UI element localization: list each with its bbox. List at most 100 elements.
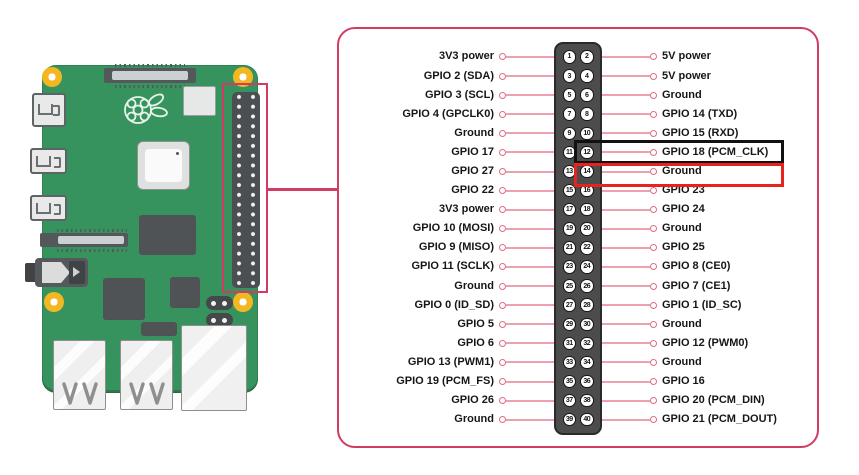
pin-number-even: 8 [580, 107, 594, 121]
wire-left [506, 189, 554, 192]
wire-left [506, 170, 554, 173]
wire-endpoint-dot [499, 91, 506, 99]
wire-right [602, 170, 650, 173]
pin-number-odd: 7 [562, 107, 576, 121]
pin-pair: 37 38 [554, 393, 602, 408]
mounting-hole [42, 67, 62, 87]
wire-right [602, 304, 650, 307]
wire-right [602, 418, 650, 421]
wire-right [602, 399, 650, 402]
pin-row: 3V3 power 17 18 GPIO 24 [349, 200, 807, 219]
wire-right [602, 75, 650, 78]
pin-label-left: Ground [454, 413, 494, 426]
wifi-chip [103, 278, 145, 320]
pin-pair: 11 12 [554, 145, 602, 160]
pin-pair: 33 34 [554, 355, 602, 370]
wire-right [602, 380, 650, 383]
pin-number-odd: 25 [562, 279, 576, 293]
wire-endpoint-dot [650, 244, 657, 252]
wire-right [602, 342, 650, 345]
pin-label-right: GPIO 16 [662, 375, 705, 388]
power-chip [170, 277, 200, 308]
pin-number-even: 4 [580, 69, 594, 83]
pin-number-odd: 31 [562, 336, 576, 351]
wire-endpoint-dot [650, 320, 657, 328]
display-connector-teeth [57, 249, 127, 252]
pin-number-odd: 35 [562, 374, 576, 389]
wire-endpoint-dot [650, 263, 657, 271]
wire-left [506, 361, 554, 364]
wire-endpoint-dot [499, 129, 506, 137]
pin-label-right: GPIO 15 (RXD) [662, 126, 739, 139]
wire-left [506, 208, 554, 211]
usb-port-pins [129, 382, 165, 405]
pin-label-right: GPIO 24 [662, 203, 705, 216]
wire-endpoint-dot [650, 282, 657, 290]
pin14-highlight-box [574, 162, 784, 187]
pin-label-left: Ground [454, 279, 494, 292]
pin-row: GPIO 5 29 30 Ground [349, 315, 807, 334]
pin-number-odd: 27 [562, 298, 576, 312]
wire-endpoint-dot [499, 72, 506, 80]
wire-endpoint-dot [650, 148, 657, 156]
wire-right [602, 132, 650, 135]
pin-label-left: GPIO 9 (MISO) [418, 241, 494, 254]
memory-chip [139, 215, 196, 255]
pin-label-right: 5V power [662, 50, 711, 63]
pin-pair: 29 30 [554, 317, 602, 331]
poe-header [206, 313, 233, 327]
pin-row: Ground 25 26 GPIO 7 (CE1) [349, 277, 807, 296]
wire-endpoint-dot [499, 206, 506, 214]
pin-label-left: GPIO 19 (PCM_FS) [396, 375, 494, 388]
pin-number-even: 28 [580, 298, 594, 312]
pin-row: GPIO 26 37 38 GPIO 20 (PCM_DIN) [349, 391, 807, 410]
wire-left [506, 151, 554, 154]
pin-label-right: Ground [662, 222, 702, 235]
pin-row: GPIO 11 (SCLK) 23 24 GPIO 8 (CE0) [349, 257, 807, 276]
wire-endpoint-dot [499, 282, 506, 290]
pin-number-even: 10 [580, 126, 594, 141]
wire-left [506, 94, 554, 97]
pin-pair: 23 24 [554, 260, 602, 274]
pin-number-even: 36 [580, 374, 594, 389]
pin-number-even: 16 [580, 183, 594, 198]
pin-number-odd: 33 [562, 355, 576, 370]
gpio-header-pins [232, 92, 260, 288]
display-connector-slot [58, 236, 124, 244]
pin-pair: 9 10 [554, 126, 602, 141]
pin-pair: 27 28 [554, 298, 602, 312]
pin-number-even: 6 [580, 88, 594, 102]
pin-label-right: GPIO 23 [662, 184, 705, 197]
wire-left [506, 323, 554, 326]
pin-row: Ground 39 40 GPIO 21 (PCM_DOUT) [349, 410, 807, 429]
wire-right [602, 189, 650, 192]
pin-label-right: Ground [662, 88, 702, 101]
pin-number-even: 12 [580, 145, 594, 160]
pin-label-left: 3V3 power [438, 203, 494, 216]
wire-endpoint-dot [499, 263, 506, 271]
wire-endpoint-dot [650, 301, 657, 309]
wire-endpoint-dot [650, 206, 657, 214]
port-contact [36, 203, 51, 214]
wire-endpoint-dot [650, 91, 657, 99]
wire-endpoint-dot [499, 358, 506, 366]
wire-left [506, 399, 554, 402]
wire-right [602, 208, 650, 211]
pin-number-even: 22 [580, 241, 594, 255]
wire-endpoint-dot [499, 244, 506, 252]
wire-endpoint-dot [650, 53, 657, 61]
wire-endpoint-dot [650, 168, 657, 175]
pin-number-even: 20 [580, 222, 594, 236]
wire-left [506, 55, 554, 58]
pin-label-left: GPIO 0 (ID_SD) [414, 298, 494, 311]
pin-label-left: GPIO 10 (MOSI) [412, 222, 494, 235]
pin-label-left: GPIO 27 [451, 165, 494, 177]
raspberry-pi-logo-icon [124, 93, 168, 124]
wire-endpoint-dot [499, 187, 506, 195]
pin-label-right: GPIO 21 (PCM_DOUT) [662, 413, 777, 426]
wire-endpoint-dot [499, 168, 506, 175]
pin-label-left: GPIO 2 (SDA) [423, 69, 494, 82]
pin-number-even: 38 [580, 393, 594, 408]
usb-controller-chip [183, 86, 216, 116]
